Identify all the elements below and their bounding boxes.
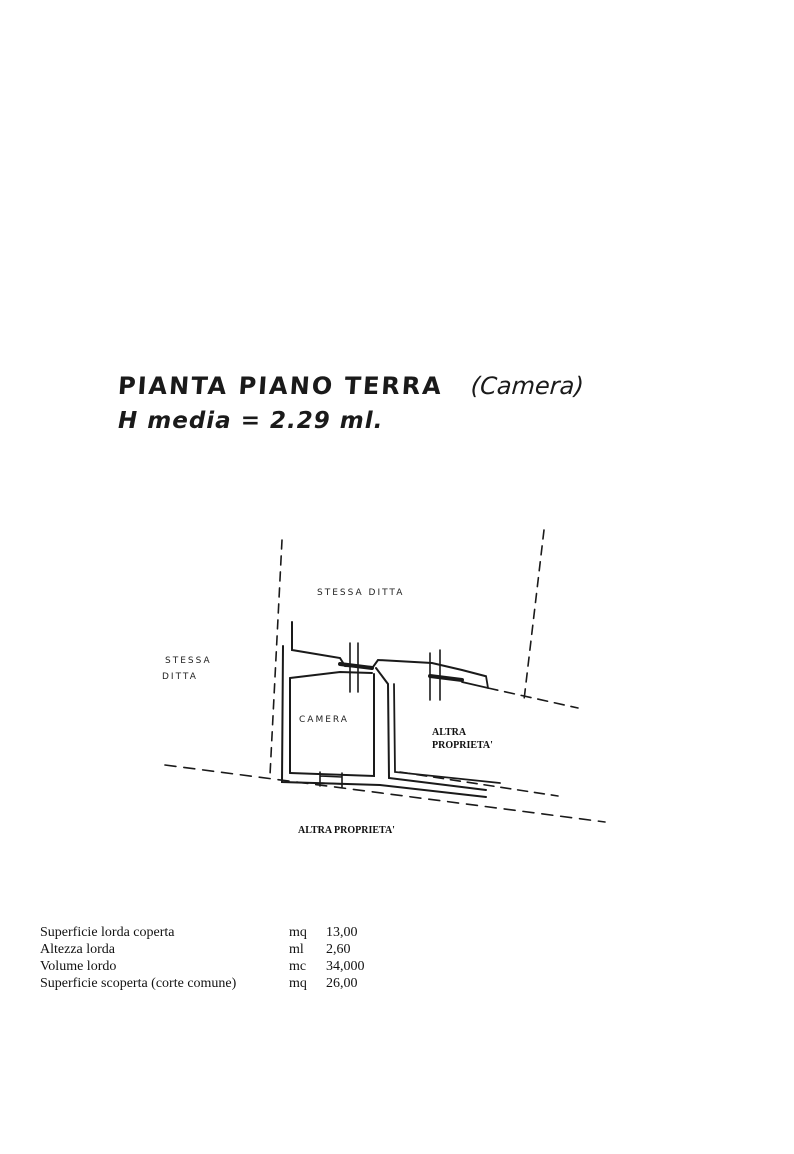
metric-unit: ml — [289, 942, 304, 957]
south-door-mark — [319, 771, 343, 788]
west-boundary-dashed — [269, 539, 283, 776]
metric-label: Altezza lorda — [40, 942, 116, 957]
metric-value: 26,00 — [326, 976, 358, 991]
label-camera-room: CAMERA — [299, 715, 349, 725]
metrics-row: Superficie lorda coperta mq 13,00 — [40, 924, 365, 941]
label-stessa-west-line1: STESSA — [165, 656, 212, 666]
east-boundary-dashed — [523, 529, 545, 701]
metric-label: Superficie scoperta (corte comune) — [40, 976, 237, 991]
surface-metrics-table: Superficie lorda coperta mq 13,00 Altezz… — [40, 924, 365, 992]
metric-unit: mq — [289, 976, 307, 991]
metric-unit: mq — [289, 925, 307, 940]
metric-value: 34,000 — [326, 959, 365, 974]
east-building-corner — [461, 675, 490, 690]
label-altra-proprieta-south: ALTRA PROPRIETA' — [298, 825, 395, 836]
room-inner-north-wall — [289, 670, 373, 679]
room-inner-east-wall — [289, 673, 375, 778]
metric-unit: mc — [289, 959, 307, 974]
north-window-sill — [338, 662, 374, 670]
label-stessa-ditta-north: STESSA DITTA — [317, 588, 405, 598]
party-wall — [375, 667, 487, 791]
average-height-label: H media = 2.29 ml. — [118, 408, 384, 434]
east-window-sill — [428, 674, 464, 682]
label-altra-east-line1: ALTRA — [432, 727, 467, 738]
metric-label: Superficie lorda coperta — [40, 925, 175, 940]
label-proprieta-east-line2: PROPRIETA' — [432, 740, 493, 751]
label-ditta-west-line2: DITTA — [162, 672, 198, 682]
metric-value: 13,00 — [326, 925, 358, 940]
metric-value: 2,60 — [326, 942, 351, 957]
metrics-row: Volume lordo mc 34,000 — [40, 958, 365, 975]
east-lot-boundary-dashed — [487, 687, 579, 709]
metric-label: Volume lordo — [40, 959, 117, 974]
metrics-row: Altezza lorda ml 2,60 — [40, 941, 365, 958]
north-wall — [291, 621, 486, 677]
south-boundary-dashed — [164, 764, 606, 823]
east-lot-wall — [393, 683, 501, 784]
metrics-row: Superficie scoperta (corte comune) mq 26… — [40, 975, 365, 992]
